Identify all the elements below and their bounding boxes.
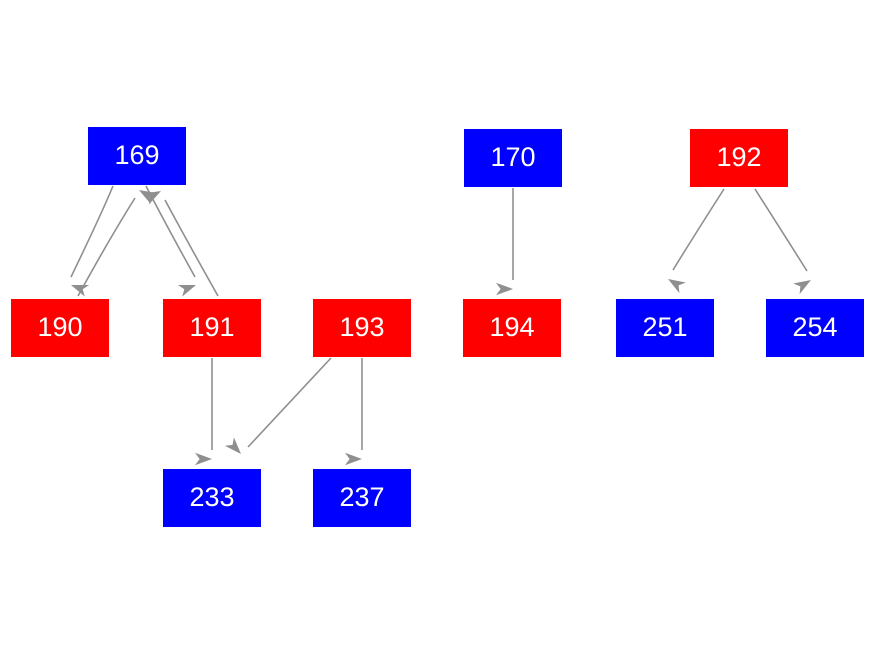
edge-arrowhead (177, 284, 196, 297)
node-169[interactable]: 169 (88, 127, 186, 185)
edge-arrowhead (668, 279, 686, 294)
node-label: 170 (490, 142, 535, 172)
node-box[interactable] (88, 127, 186, 185)
node-193[interactable]: 193 (313, 299, 411, 357)
node-192[interactable]: 192 (690, 129, 788, 187)
node-190[interactable]: 190 (11, 299, 109, 357)
node-box[interactable] (163, 469, 261, 527)
edge-line (70, 185, 114, 278)
node-191[interactable]: 191 (163, 299, 261, 357)
edge-line (672, 188, 725, 271)
edge-line (77, 197, 136, 297)
node-box[interactable] (163, 299, 261, 357)
node-label: 251 (642, 312, 687, 342)
node-label: 194 (489, 312, 534, 342)
edge-191-to-169 (143, 191, 219, 297)
edge-192-to-254 (754, 188, 811, 295)
edge-arrowhead (224, 437, 241, 454)
node-label: 169 (114, 140, 159, 170)
node-170[interactable]: 170 (464, 129, 562, 187)
edge-191-to-233 (195, 358, 213, 466)
node-box[interactable] (690, 129, 788, 187)
node-label: 193 (339, 312, 384, 342)
node-label: 233 (189, 482, 234, 512)
node-label: 190 (37, 312, 82, 342)
node-label: 192 (716, 142, 761, 172)
edge-192-to-251 (668, 188, 725, 294)
node-box[interactable] (313, 469, 411, 527)
edges-layer (70, 185, 811, 466)
node-box[interactable] (766, 299, 864, 357)
node-194[interactable]: 194 (463, 299, 561, 357)
nodes-layer: 169 170 192 190 191 193 194 251 254 233 237 (11, 127, 864, 527)
edge-arrowhead (345, 452, 362, 466)
edge-line (164, 199, 219, 297)
edge-arrowhead (496, 282, 513, 296)
node-box[interactable] (11, 299, 109, 357)
edge-arrowhead (143, 191, 161, 205)
node-254[interactable]: 254 (766, 299, 864, 357)
node-251[interactable]: 251 (616, 299, 714, 357)
edge-arrowhead (793, 280, 811, 295)
node-233[interactable]: 233 (163, 469, 261, 527)
edge-193-to-237 (345, 358, 363, 466)
node-237[interactable]: 237 (313, 469, 411, 527)
node-label: 254 (792, 312, 837, 342)
edge-193-to-233 (224, 357, 332, 454)
edge-line (754, 188, 808, 272)
node-box[interactable] (313, 299, 411, 357)
edge-line (247, 357, 332, 448)
node-box[interactable] (616, 299, 714, 357)
node-box[interactable] (464, 129, 562, 187)
node-box[interactable] (463, 299, 561, 357)
edge-arrowhead (195, 452, 212, 466)
node-label: 191 (189, 312, 234, 342)
node-label: 237 (339, 482, 384, 512)
edge-170-to-194 (496, 188, 514, 296)
